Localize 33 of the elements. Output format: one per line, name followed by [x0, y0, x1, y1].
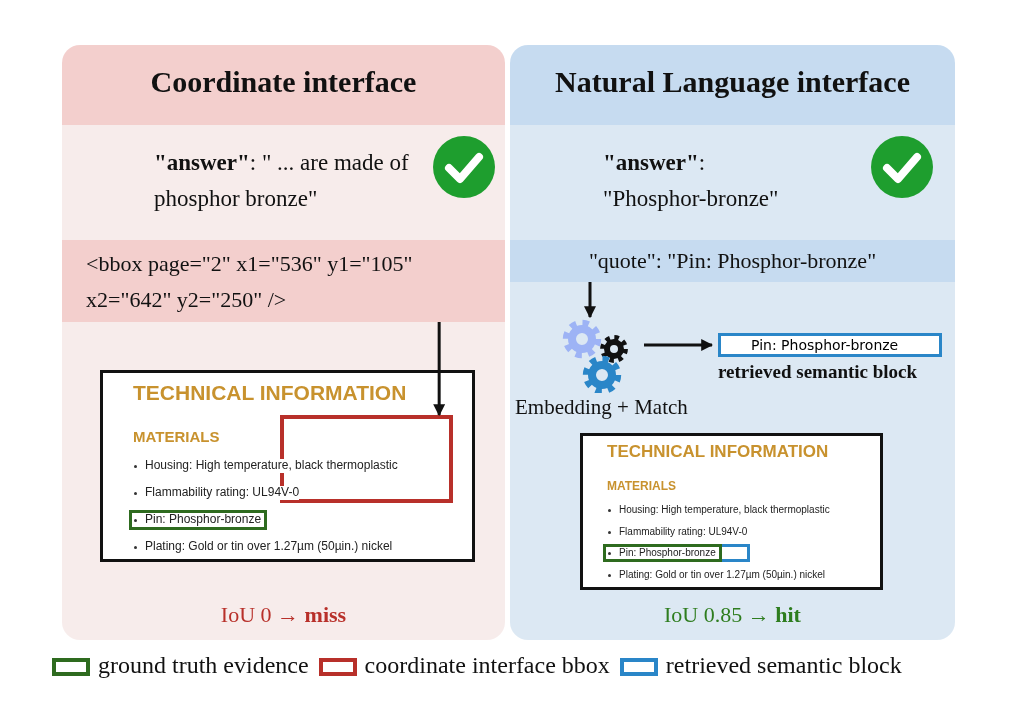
- legend-text: retrieved semantic block: [665, 652, 902, 679]
- panel-heading: Natural Language interface: [554, 65, 911, 99]
- document-heading: TECHNICAL INFORMATION: [133, 381, 407, 406]
- document-page: [580, 433, 883, 590]
- bullet-item: Housing: High temperature, black thermoplastic: [619, 504, 830, 516]
- bullet-item: Plating: Gold or tin over 1.27µm (50µin.) nickel: [619, 568, 826, 580]
- document-page: [100, 370, 475, 562]
- section-heading: MATERIALS: [133, 428, 220, 446]
- bullet-item: Plating: Gold or tin over 1.27µm (50µin.) nickel: [145, 540, 393, 554]
- answer-text: "answer": " ... are made of phosphor bronze": [154, 145, 424, 215]
- bullet-item: Housing: High temperature, black thermoplastic: [145, 459, 398, 473]
- comparison-panel: [62, 45, 505, 640]
- comparison-panel: [510, 45, 955, 640]
- bullet-item: Flammability rating: UL94V-0: [619, 525, 748, 537]
- code-band: <bbox page="2" x1="536" y1="105" x2="642" y2="250" />: [62, 240, 505, 322]
- arrow: [433, 322, 446, 417]
- code-band: "quote": "Pin: Phosphor-bronze": [510, 240, 955, 282]
- result-label: IoU 0 → miss: [219, 602, 348, 628]
- document-heading: TECHNICAL INFORMATION: [607, 442, 829, 462]
- arrow: [644, 339, 714, 351]
- section-heading: MATERIALS: [607, 480, 677, 494]
- bullet-item: Pin: Phosphor-bronze: [619, 547, 716, 559]
- caption-text: Embedding + Match: [515, 395, 688, 420]
- panel-heading: Coordinate interface: [149, 65, 418, 99]
- legend-text: coordinate interface bbox: [364, 652, 610, 679]
- result-label: IoU 0.85 → hit: [663, 602, 802, 628]
- block-caption: retrieved semantic block: [718, 361, 918, 383]
- answer-text: "answer": "Phosphor-bronze": [603, 145, 808, 215]
- retrieved-block: Pin: Phosphor-bronze: [718, 333, 942, 357]
- arrow: [584, 282, 596, 319]
- legend-text: ground truth evidence: [98, 652, 309, 679]
- bullet-item: Flammability rating: UL94V-0: [145, 486, 300, 500]
- bullet-item: Pin: Phosphor-bronze: [145, 513, 262, 527]
